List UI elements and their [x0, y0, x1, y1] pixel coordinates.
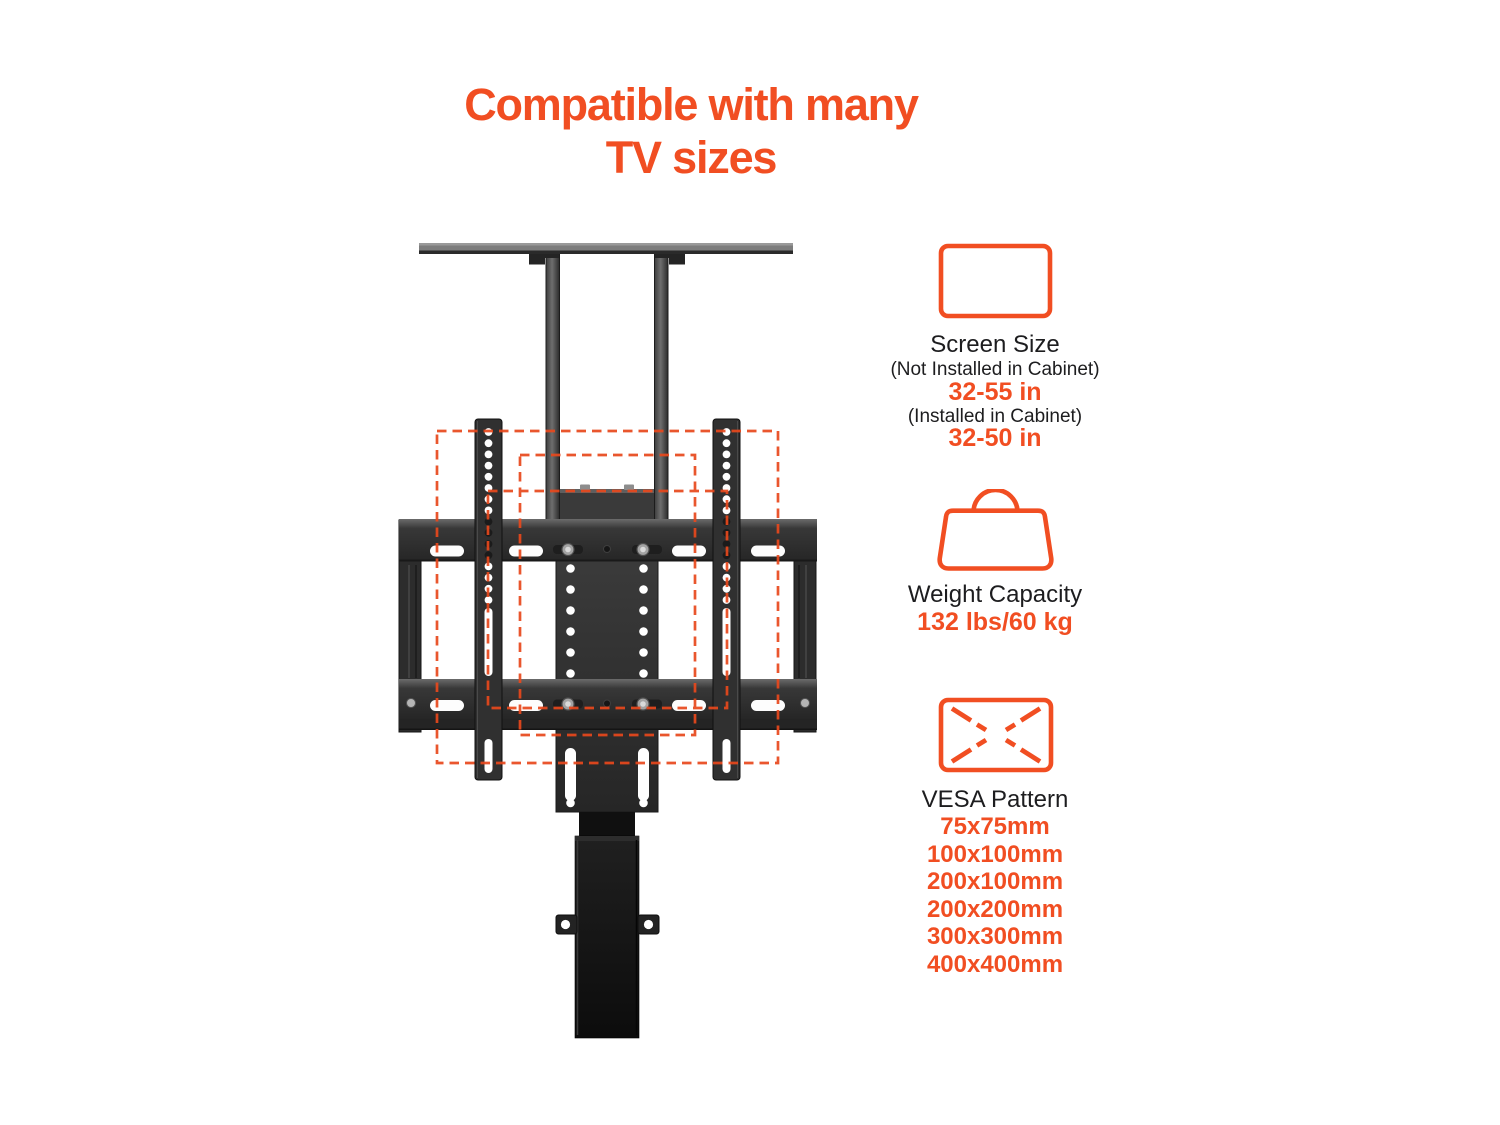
mounting-rail-bottom — [399, 679, 817, 730]
page-title: Compatible with many TV sizes — [391, 78, 991, 184]
screen-size-note-2: (Installed in Cabinet) — [907, 406, 1083, 427]
weight-capacity-value: 132 lbs/60 kg — [917, 608, 1073, 636]
vesa-value: 200x200mm — [926, 895, 1064, 923]
vesa-value: 100x100mm — [926, 840, 1064, 868]
screen-size-label: Screen Size — [930, 331, 1060, 358]
tv-outline-large — [435, 429, 780, 765]
vesa-pattern-label: VESA Pattern — [921, 786, 1069, 813]
vesa-pattern-icon — [938, 697, 1054, 773]
title-line-1: Compatible with many — [464, 79, 919, 130]
lift-column — [555, 812, 660, 1039]
vesa-value: 400x400mm — [926, 950, 1064, 978]
tv-lift-product-image — [398, 243, 817, 1039]
screen-size-note-1: (Not Installed in Cabinet) — [890, 359, 1100, 380]
top-shelf — [419, 243, 793, 254]
support-arm-left — [529, 251, 560, 525]
vesa-pattern-list: 75x75mm 100x100mm 200x100mm 200x200mm 30… — [845, 813, 1145, 978]
vesa-value: 300x300mm — [926, 923, 1064, 950]
vesa-value: 75x75mm — [940, 813, 1050, 840]
tv-outline-small — [486, 489, 729, 710]
mounting-rail-top — [399, 519, 817, 562]
weight-capacity-label: Weight Capacity — [907, 581, 1083, 608]
weight-capacity-icon — [937, 489, 1054, 571]
center-plate-holes — [565, 564, 649, 808]
title-line-2: TV sizes — [605, 132, 778, 183]
vesa-strip-left — [474, 418, 503, 781]
column-ear-right — [637, 914, 660, 935]
screen-size-icon — [938, 243, 1053, 319]
screen-size-value-2: 32-50 in — [948, 424, 1042, 452]
vesa-value: 200x100mm — [926, 868, 1064, 895]
tv-outline-portrait — [518, 453, 697, 737]
screen-size-value-1: 32-55 in — [948, 378, 1042, 406]
column-ear-left — [555, 914, 578, 935]
support-arm-right — [654, 251, 685, 525]
